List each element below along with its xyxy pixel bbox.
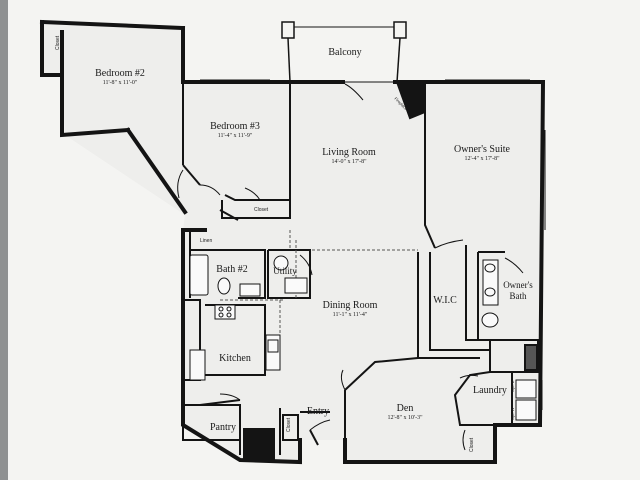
room-label-pantry: Pantry	[209, 422, 237, 433]
room-dimension: 11'-8" x 11'-0"	[102, 80, 138, 86]
room-label-den: Den 12'-8" x 10'-3"	[387, 403, 422, 421]
room-dimension: 12'-8" x 10'-3"	[387, 415, 423, 421]
room-name: Owner's Suite	[454, 144, 510, 155]
closet-label-den: Closet	[469, 437, 475, 452]
refrigerator	[189, 349, 206, 381]
room-dimension: 12'-4" x 17'-8"	[464, 156, 500, 162]
room-label-bedroom2: Bedroom #2 11'-8" x 11'-0"	[95, 68, 145, 86]
range	[214, 304, 236, 320]
room-label-wic: W.I.C	[433, 295, 457, 306]
room-name: Bedroom #2	[95, 68, 145, 79]
room-label-living: Living Room 14'-0" x 17'-8"	[322, 147, 376, 165]
room-dimension: 11'-4" x 11'-9"	[217, 133, 253, 139]
room-name: Bedroom #3	[210, 121, 260, 132]
closet-label-bedroom2: Closet	[55, 35, 61, 50]
closet-label-entry: Closet	[286, 417, 292, 432]
room-label-bedroom3: Bedroom #3 11'-4" x 11'-9"	[210, 121, 260, 139]
furnace	[284, 277, 308, 294]
room-name: Dining Room	[322, 300, 378, 311]
room-label-utility: Utility	[273, 266, 297, 276]
room-label-laundry: Laundry	[473, 385, 507, 396]
balcony-railing	[281, 21, 407, 83]
water-heater	[273, 255, 289, 271]
room-label-dining: Dining Room 11'-1" x 11'-4"	[323, 300, 378, 318]
room-dimension: 11'-1" x 11'-4"	[332, 312, 368, 318]
room-label-owners-suite: Owner's Suite 12'-4" x 17'-8"	[454, 144, 510, 162]
owners-toilet	[481, 312, 499, 328]
washer-label: Opt. W	[510, 407, 515, 420]
window-marks	[89, 23, 546, 410]
linen-label: Linen	[200, 238, 213, 244]
room-label-balcony: Balcony	[328, 47, 362, 58]
interior-walls	[182, 81, 540, 455]
room-name: Living Room	[322, 147, 376, 158]
door-swings	[177, 83, 524, 451]
room-name: Den	[396, 403, 414, 414]
room-label-bath2: Bath #2	[216, 264, 248, 275]
dryer	[515, 399, 537, 421]
dryer-label: Opt. D	[510, 380, 515, 392]
room-label-entry: Entry	[306, 406, 330, 417]
fixtures	[189, 254, 537, 421]
pantry-cabinet	[243, 428, 275, 460]
bath-sink	[239, 283, 261, 297]
washer	[515, 379, 537, 399]
room-label-owners-bath: Owner's Bath	[503, 280, 533, 301]
toilet	[217, 277, 231, 295]
closet-label-bedroom3: Closet	[254, 207, 269, 213]
room-label-kitchen: Kitchen	[219, 353, 251, 364]
bathtub	[189, 254, 209, 296]
room-dimension: 14'-0" x 17'-8"	[331, 159, 367, 165]
